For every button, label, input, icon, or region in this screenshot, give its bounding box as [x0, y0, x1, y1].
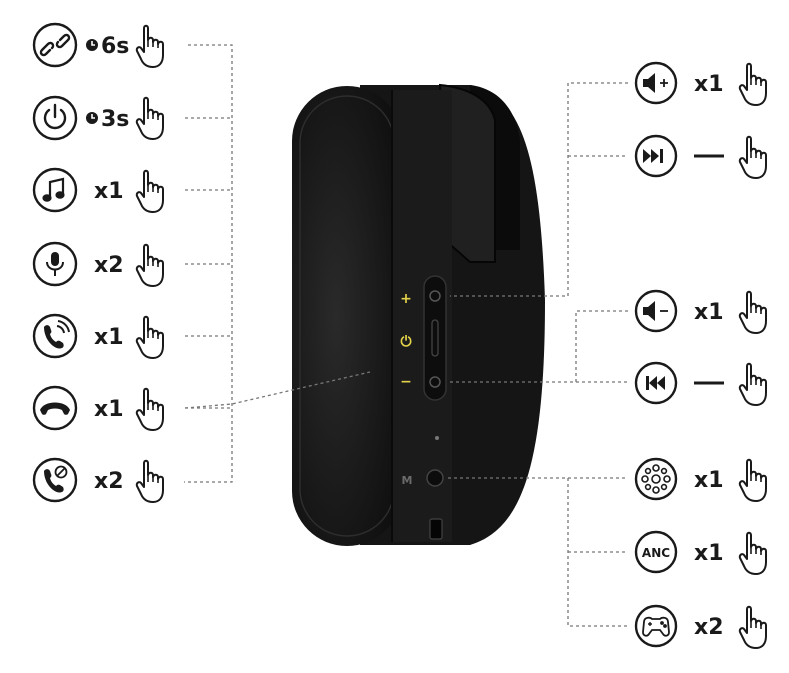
mode-mark: M — [402, 474, 413, 487]
headphone-earcup: + ⏻ − M — [292, 83, 545, 546]
equalizer-icon — [641, 464, 671, 494]
power-icon — [43, 103, 67, 130]
answer-call-action: x1 — [94, 325, 124, 350]
pairing-action: 6s — [101, 34, 129, 59]
left-row-play-pause: x1 — [32, 167, 164, 213]
game-mode-icon — [642, 616, 670, 637]
left-row-pairing: 6s — [32, 22, 164, 68]
volume-up-button[interactable] — [429, 290, 441, 302]
hang-up-icon — [40, 402, 70, 415]
right-row-next-track — [634, 134, 767, 179]
power-mark: ⏻ — [400, 334, 411, 350]
anc-action: x1 — [694, 541, 724, 566]
power-slot[interactable] — [431, 319, 439, 357]
plus-mark: + — [400, 291, 412, 307]
volume-up-icon — [643, 73, 668, 93]
indicator-led — [435, 436, 439, 440]
right-row-game-mode: x2 — [634, 604, 767, 649]
next-track-icon — [643, 149, 663, 163]
reject-call-action: x2 — [94, 469, 124, 494]
left-row-answer-call: x1 — [32, 313, 164, 359]
voice-assistant-action: x2 — [94, 253, 124, 278]
previous-track-icon — [646, 376, 665, 390]
link-icon — [39, 33, 71, 57]
anc-icon: ANC — [642, 546, 670, 560]
play-pause-action: x1 — [94, 179, 124, 204]
incoming-call-icon — [44, 320, 70, 349]
minus-mark: − — [400, 374, 412, 390]
left-row-voice-assistant: x2 — [32, 241, 164, 287]
game-mode-action: x2 — [694, 615, 724, 640]
volume-rocker[interactable] — [423, 275, 447, 401]
power-action: 3s — [101, 107, 129, 132]
right-row-anc: ANC x1 — [634, 530, 767, 575]
connector-lines — [184, 44, 628, 627]
volume-down-icon — [643, 301, 668, 321]
left-row-reject-call: x2 — [32, 457, 164, 503]
right-row-volume-up: x1 — [634, 61, 767, 106]
hang-up-action: x1 — [94, 397, 124, 422]
volume-up-action: x1 — [694, 72, 724, 97]
usb-c-port — [429, 518, 443, 540]
reject-call-icon — [44, 465, 68, 493]
right-row-previous-track — [634, 361, 767, 406]
right-row-equalizer: x1 — [634, 457, 767, 502]
volume-down-button[interactable] — [429, 376, 441, 388]
music-note-icon — [42, 177, 65, 202]
left-row-power: 3s — [32, 95, 164, 141]
microphone-icon — [46, 252, 64, 276]
volume-down-action: x1 — [694, 300, 724, 325]
left-row-hang-up: x1 — [32, 385, 164, 431]
right-row-volume-down: x1 — [634, 289, 767, 334]
equalizer-action: x1 — [694, 468, 724, 493]
mode-button[interactable] — [426, 469, 444, 487]
